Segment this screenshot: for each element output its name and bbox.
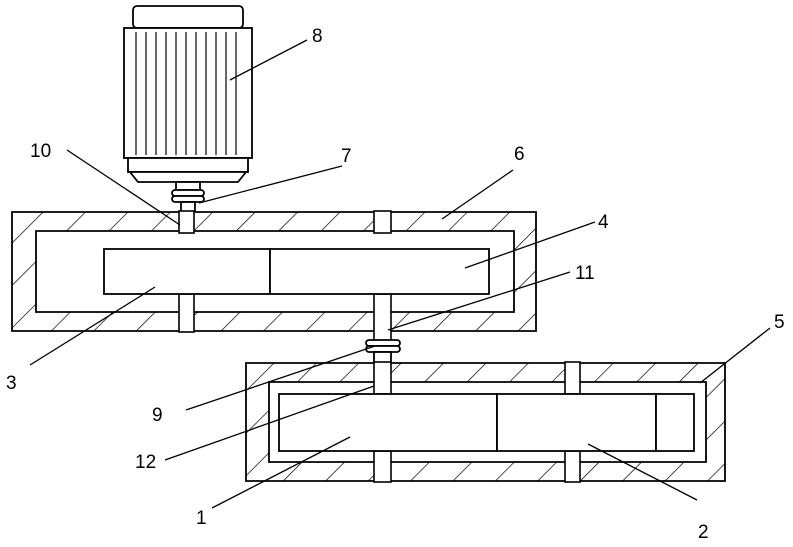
label-5: 5 [774, 312, 785, 333]
motor-neck [176, 182, 200, 190]
label-9: 9 [152, 405, 163, 426]
upper-shaft-top-right [374, 211, 391, 233]
label-10: 10 [30, 141, 51, 162]
label-4: 4 [598, 212, 609, 233]
label-12: 12 [135, 452, 156, 473]
label-8: 8 [312, 26, 323, 47]
lower-input-shaft [374, 362, 391, 394]
label-11: 11 [575, 263, 595, 284]
motor-cap [133, 6, 243, 28]
upper-housing [12, 211, 536, 344]
motor [124, 6, 252, 190]
motor-flange [130, 172, 246, 182]
lower-shaft-top-right [565, 362, 580, 394]
gear-1 [279, 394, 497, 451]
gear-4 [270, 249, 489, 294]
upper-output-shaft [374, 294, 391, 344]
label-3: 3 [6, 373, 17, 394]
coupling-9 [366, 340, 400, 364]
label-6: 6 [514, 144, 525, 165]
label-7: 7 [341, 146, 352, 167]
label-1: 1 [196, 508, 207, 529]
upper-input-shaft-bottom [179, 294, 194, 332]
label-2: 2 [698, 522, 709, 543]
gear-2 [497, 394, 656, 451]
upper-input-shaft-top [179, 211, 194, 233]
gear-2-hub [656, 394, 694, 451]
coupling-7 [172, 190, 204, 212]
lower-shaft-bottom-left [374, 451, 391, 482]
motor-base [128, 158, 248, 172]
motor-body [124, 28, 252, 158]
gear-3 [104, 249, 270, 294]
lower-shaft-bottom-right [565, 451, 580, 482]
lower-housing [246, 362, 725, 482]
